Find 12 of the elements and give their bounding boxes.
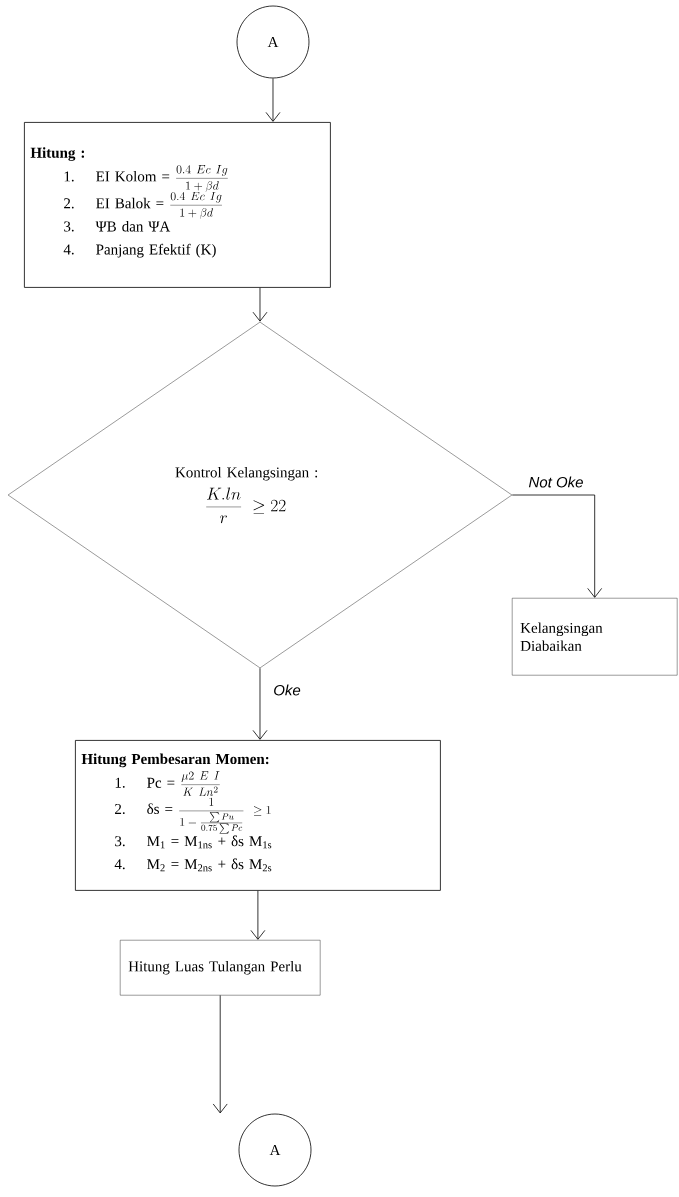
process-box: Hitung Pembesaran Momen: 1. Pc = $\frac{\mu 2\ E\ I}{K\ Ln^{2}}$ 2. δs = $\frac{1}{1-\frac{\sum Pu}{0.75\sum Pc}}\ \geq 1$ 3. M$_{1}$ = M$_{1ns}$ + δs M$_{1s}$ 4. M$_{2}$ = M$_{2ns}$ + δs M$_{2s}$ <box>75 740 441 891</box>
arrow <box>252 287 268 322</box>
arrow <box>250 890 266 940</box>
arrow <box>212 995 228 1114</box>
process-box: Hitung : 1. EI Kolom = $\frac{0.4\ Ec\ Ig}{1+\beta d}$ 2. EI Balok = $\frac{0.4\ Ec\ Ig}{1+\beta d}$ 3. ΨB dan ΨA 4. Panjang Efektif (K) <box>24 122 331 288</box>
edge-label: Not Oke <box>527 475 585 489</box>
arrow <box>252 667 268 740</box>
edge-label: Oke <box>272 683 302 697</box>
process-box: Hitung Luas Tulangan Perlu <box>120 940 321 996</box>
arrow <box>265 78 281 122</box>
arrow <box>511 494 603 598</box>
process-box: Kelangsingan Diabaikan <box>512 598 678 676</box>
